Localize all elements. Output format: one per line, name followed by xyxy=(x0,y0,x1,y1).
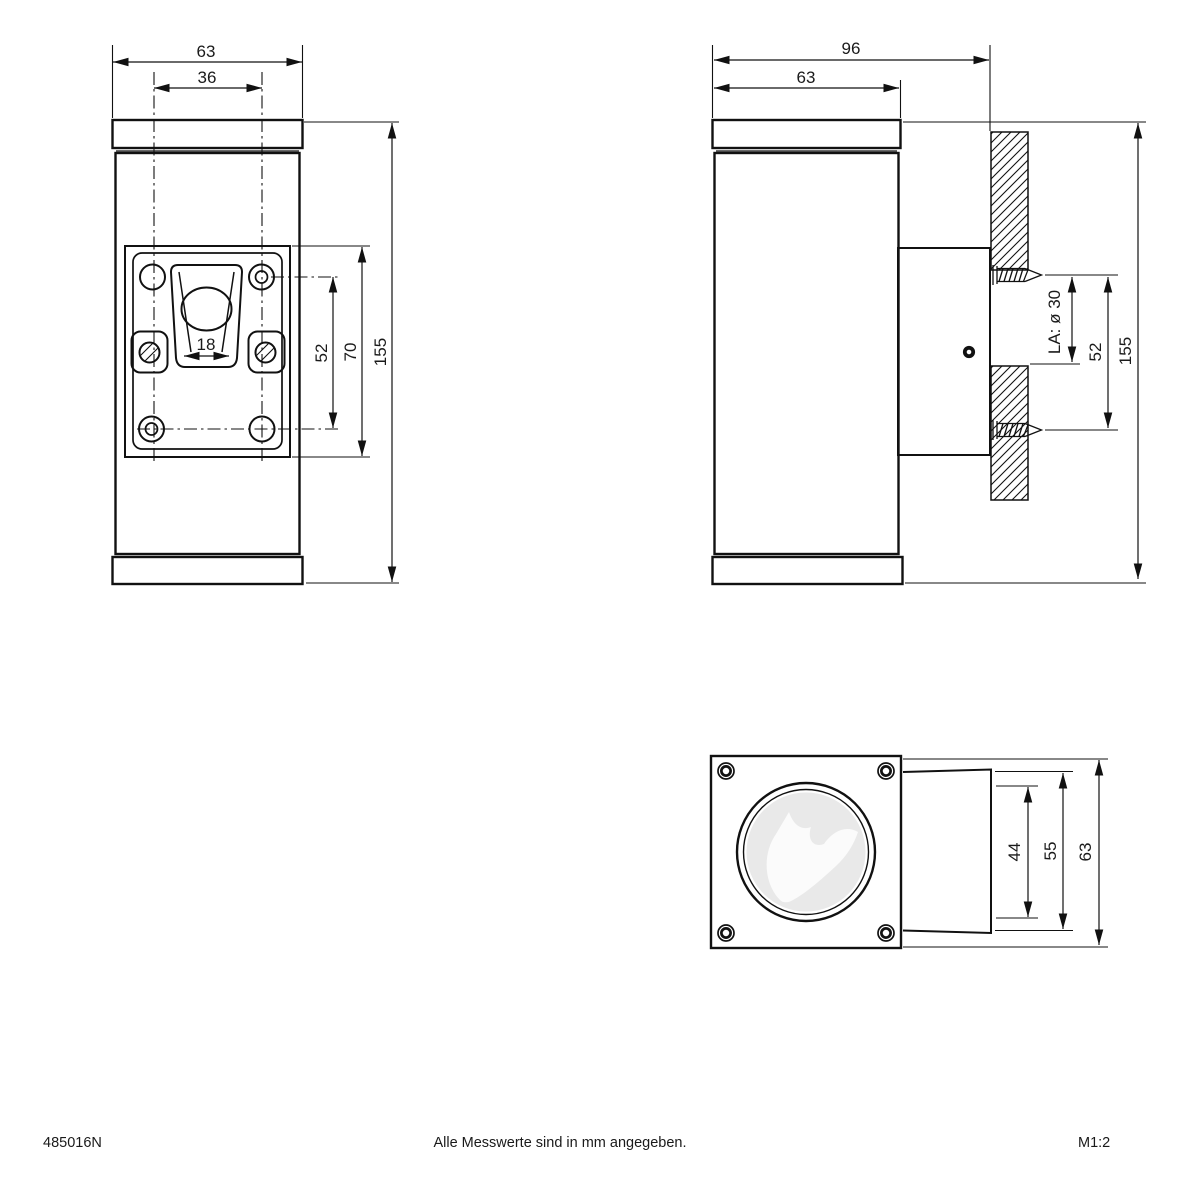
front-dim-width: 63 xyxy=(197,42,216,61)
lens-reflection xyxy=(766,812,858,903)
front-ext-height xyxy=(304,121,399,584)
bottom-ext-width xyxy=(903,758,1108,948)
cable-gland-rim xyxy=(183,287,230,301)
side-view: 96 63 LA: ø 30 52 155 xyxy=(711,39,1146,586)
side-top-cap xyxy=(711,118,902,150)
mounting-hole-top-left xyxy=(139,263,166,291)
mounting-plate-inner xyxy=(132,252,283,450)
side-mounting-plate xyxy=(897,247,991,456)
front-view: 63 36 18 52 70 155 xyxy=(111,42,399,586)
side-dim-depth: 96 xyxy=(842,39,861,58)
lens-inner-ring xyxy=(742,788,870,916)
side-body xyxy=(713,151,900,556)
clamp-screw-right xyxy=(254,341,277,364)
front-ext-width xyxy=(111,45,304,118)
lens-outer-ring xyxy=(735,781,877,923)
front-ext-plate xyxy=(292,245,370,458)
bottom-view: 44 55 63 xyxy=(709,754,1108,950)
bottom-ext-body xyxy=(995,770,1073,932)
side-ext-screws xyxy=(1030,274,1118,431)
bottom-dim-width: 63 xyxy=(1076,843,1095,862)
front-top-cap xyxy=(111,118,304,150)
front-dim-hole-spacing-height: 52 xyxy=(312,344,331,363)
clamp-tab-right xyxy=(247,330,286,374)
side-ext-height xyxy=(903,121,1146,584)
side-ext-depth xyxy=(711,45,991,131)
drawing-scale: M1:2 xyxy=(1078,1135,1110,1151)
front-dim-height: 155 xyxy=(371,338,390,366)
funnel-inner-edges xyxy=(178,271,235,353)
bottom-dim-body-diameter: 55 xyxy=(1041,842,1060,861)
mounting-plate-outer xyxy=(124,245,291,458)
article-number: 485016N xyxy=(43,1135,102,1151)
front-horizontal-centerlines xyxy=(137,276,339,430)
front-vertical-centerlines xyxy=(153,72,263,463)
wall-screw-upper xyxy=(992,264,1043,286)
units-note: Alle Messwerte sind in mm angegeben. xyxy=(433,1135,686,1151)
front-dim-hole-spacing-width: 36 xyxy=(198,68,217,87)
plate-screw-dot xyxy=(962,345,976,359)
front-dim-cable-entry: 18 xyxy=(197,335,216,354)
footer: 485016N Alle Messwerte sind in mm angege… xyxy=(43,1135,1110,1151)
bottom-dim-lens-opening: 44 xyxy=(1005,843,1024,862)
side-dim-hole-spacing-height: 52 xyxy=(1086,343,1105,362)
bottom-body-taper xyxy=(902,768,992,935)
side-dim-body-depth: 63 xyxy=(797,68,816,87)
clamp-tab-left xyxy=(130,330,169,374)
side-dim-height: 155 xyxy=(1116,337,1135,365)
side-dim-cable-outlet: LA: ø 30 xyxy=(1045,290,1064,354)
clamp-screw-left xyxy=(138,341,161,364)
bottom-ext-lens xyxy=(996,785,1038,919)
front-bottom-cap xyxy=(111,555,304,586)
cable-entry-funnel xyxy=(169,264,244,368)
wall-section-upper xyxy=(990,131,1029,271)
side-bottom-cap xyxy=(711,555,904,586)
front-dim-plate-height: 70 xyxy=(341,343,360,362)
